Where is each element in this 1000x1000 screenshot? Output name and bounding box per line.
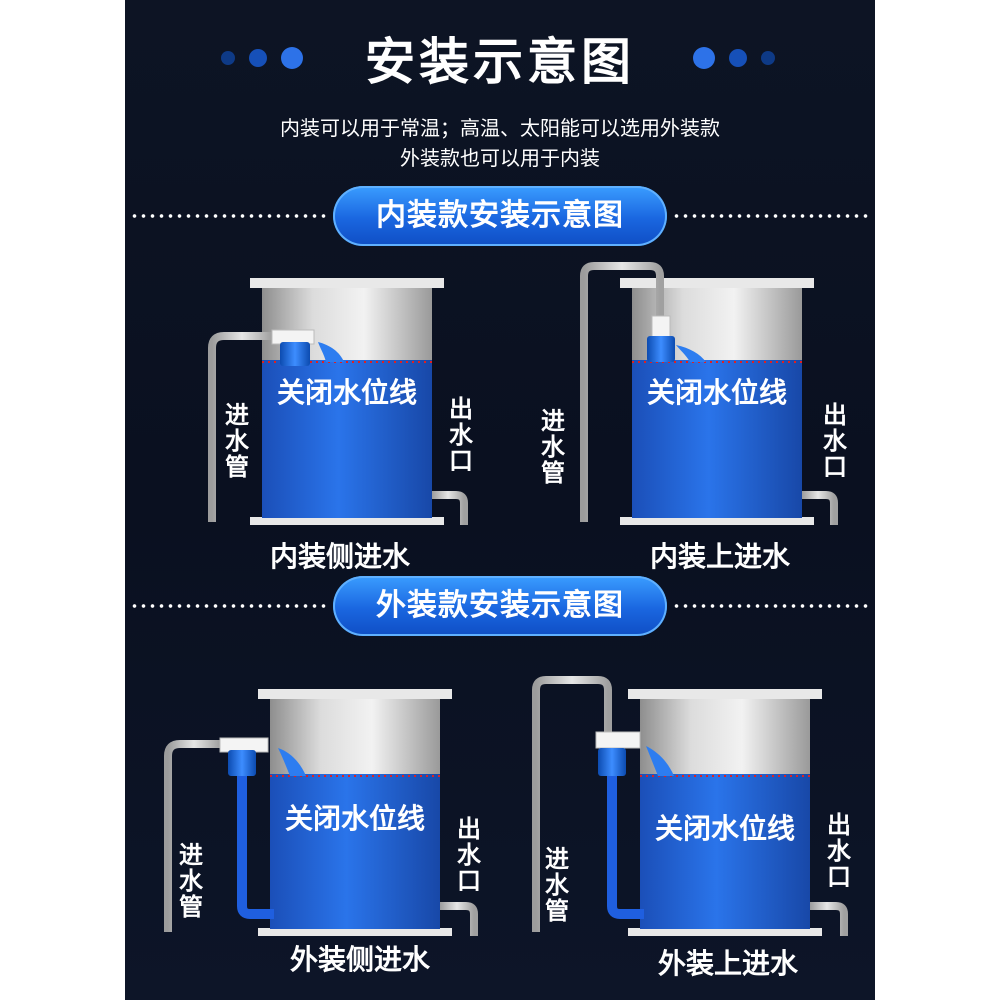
water-level-label: 关闭水位线 — [277, 376, 417, 409]
caption-external-side: 外装侧进水 — [289, 943, 430, 976]
inlet-label-3: 进水管 — [179, 841, 203, 921]
water-stream — [646, 746, 674, 776]
valve-connector — [651, 315, 671, 339]
inlet-pipe — [532, 676, 612, 932]
inlet-label-2: 进水管 — [541, 407, 565, 487]
water-stream — [676, 345, 706, 362]
water-level-label: 关闭水位线 — [285, 802, 425, 835]
blue-drop-tube — [607, 776, 644, 919]
outlet-pipe — [810, 902, 848, 936]
dotted-divider-right-1 — [672, 214, 872, 218]
float-valve-icon — [598, 748, 626, 776]
tank-rim — [628, 689, 822, 699]
tank-base — [258, 928, 452, 936]
water-level-label: 关闭水位线 — [655, 812, 795, 845]
diagram-internal-side: 关闭水位线 — [208, 278, 468, 525]
outlet-label-3: 出水口 — [457, 815, 481, 895]
dotted-divider-left-2 — [130, 604, 330, 608]
water-level-label: 关闭水位线 — [647, 376, 787, 409]
caption-internal-top: 内装上进水 — [649, 540, 790, 573]
float-valve-icon — [280, 342, 310, 366]
tank-base — [620, 517, 814, 525]
valve-connector — [271, 329, 315, 345]
outlet-pipe — [432, 491, 468, 525]
water-stream — [318, 342, 344, 362]
subtitle-line-1: 内装可以用于常温；高温、太阳能可以选用外装款 — [280, 116, 720, 140]
section-header-internal: 内装款安装示意图 — [333, 186, 667, 246]
float-valve-icon — [228, 750, 256, 776]
water-body — [262, 360, 432, 518]
diagram-external-top: 关闭水位线 — [532, 676, 848, 936]
caption-external-top: 外装上进水 — [657, 947, 798, 980]
outlet-label-4: 出水口 — [827, 811, 851, 891]
water-body — [640, 774, 810, 929]
tank-rim — [620, 278, 814, 288]
dotted-divider-right-2 — [672, 604, 872, 608]
outlet-pipe — [802, 491, 838, 525]
diagram-external-side: 关闭水位线 — [164, 689, 478, 936]
float-valve-icon — [647, 336, 675, 362]
outlet-label-1: 出水口 — [449, 395, 473, 475]
outlet-pipe — [440, 902, 478, 936]
valve-connector — [219, 737, 269, 753]
section-header-external: 外装款安装示意图 — [333, 576, 667, 636]
water-body — [270, 774, 440, 929]
inlet-label-4: 进水管 — [545, 845, 569, 925]
caption-internal-side: 内装侧进水 — [269, 540, 410, 573]
tank-base — [628, 928, 822, 936]
inlet-pipe — [580, 262, 664, 522]
inlet-pipe — [164, 740, 220, 932]
diagram-internal-top: 关闭水位线 — [580, 262, 838, 525]
inlet-label-1: 进水管 — [225, 401, 249, 481]
tank-base — [250, 517, 444, 525]
water-body — [632, 360, 802, 518]
page-title: 安装示意图 — [365, 33, 635, 91]
outlet-label-2: 出水口 — [823, 401, 847, 481]
inlet-pipe — [208, 332, 272, 522]
subtitle-line-2: 外装款也可以用于内装 — [400, 146, 600, 170]
tank-rim — [250, 278, 444, 288]
dotted-divider-left-1 — [130, 214, 330, 218]
valve-connector — [595, 731, 641, 749]
tank-rim — [258, 689, 452, 699]
blue-drop-tube — [237, 776, 274, 919]
water-stream — [278, 748, 306, 776]
